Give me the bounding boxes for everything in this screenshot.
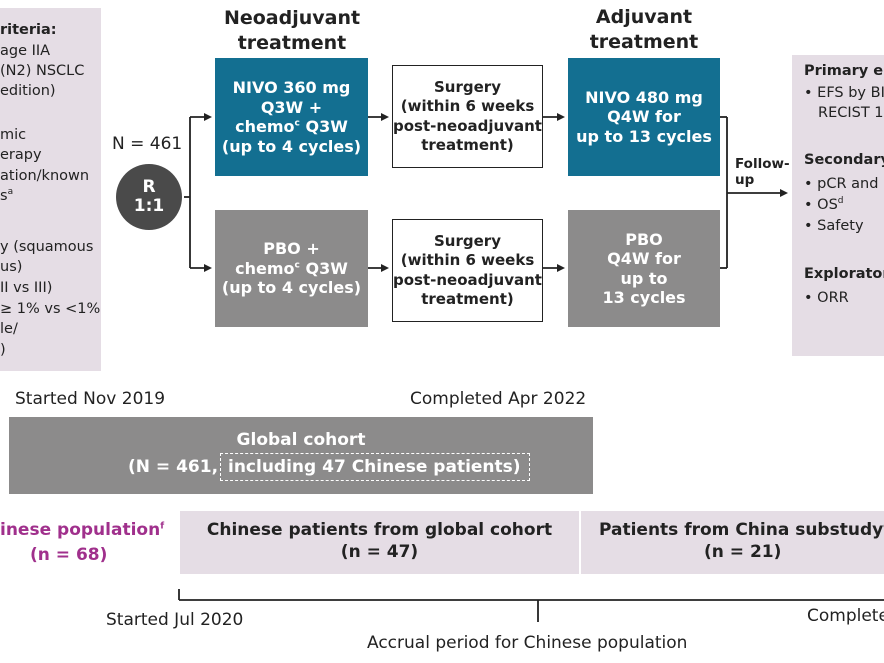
follow-up-label: Follow- up [735,156,790,188]
criteria-line-14: ≥ 1% vs <1% [0,301,101,317]
endpoints-panel: Primary en • EFS by BI RECIST 1. Seconda… [792,55,884,356]
rand-label: R [142,177,156,197]
accrual-period-label: Accrual period for Chinese population [367,633,688,653]
global-cohort-n: (N = 461, [128,457,219,477]
neoadjuvant-header: Neoadjuvant treatment [223,7,361,54]
chinese-population-label: inese populationf [0,520,165,540]
pbo-neoadjuvant-text: PBO + chemoc Q3W (up to 4 cycles) [221,239,362,298]
chinese-from-global-n: (n = 47) [340,542,419,562]
criteria-line-2: age IIA [0,43,51,59]
criteria-line-16: ) [0,342,6,358]
pbo-adjuvant-box: PBO Q4W for up to 13 cycles [568,210,720,327]
criteria-line-8: ation/known [0,168,90,184]
surgery-box-bottom: Surgery (within 6 weeks post-neoadjuvant… [392,219,543,322]
global-start-date: Started Nov 2019 [15,389,166,409]
criteria-line-12: us) [0,259,23,275]
rand-ratio: 1:1 [133,196,165,216]
population-n: N = 461 [112,134,183,154]
orr-line: • ORR [804,290,849,306]
pbo-neoadjuvant-box: PBO + chemoc Q3W (up to 4 cycles) [215,210,368,327]
nivo-adjuvant-box: NIVO 480 mg Q4W for up to 13 cycles [568,58,720,176]
criteria-line-13: II vs III) [0,280,53,296]
criteria-line-6: mic [0,127,27,143]
secondary-endpoint-title: Secondary [804,152,884,168]
pcr-line: • pCR and [804,176,879,192]
criteria-line-1: riteria: [0,22,57,38]
china-start-date: Started Jul 2020 [106,610,244,630]
criteria-line-4: edition) [0,83,56,99]
criteria-line-9: sa [0,187,14,204]
efs-line-1: • EFS by BI [804,85,884,101]
criteria-line-15: le/ [0,321,18,337]
os-line: • OSd [804,196,844,213]
primary-endpoint-title: Primary en [804,63,884,79]
chinese-from-global-title: Chinese patients from global cohort [206,520,553,540]
global-cohort-bar: Global cohort (N = 461, including 47 Chi… [9,417,593,494]
chinese-population-n: (n = 68) [30,545,108,565]
randomization-circle: R 1:1 [116,164,182,230]
efs-line-2: RECIST 1. [818,105,884,121]
safety-line: • Safety [804,218,864,234]
exploratory-endpoint-title: Explorator [804,266,884,282]
china-substudy-title: Patients from China substudye [599,520,884,540]
criteria-line-11: y (squamous [0,239,94,255]
chinese-from-global-box: Chinese patients from global cohort (n =… [180,511,579,574]
chinese-patients-dashed-box: including 47 Chinese patients) [220,453,530,481]
china-substudy-box: Patients from China substudye (n = 21) [581,511,884,574]
nivo-neoadjuvant-box: NIVO 360 mg Q3W + chemoc Q3W (up to 4 cy… [215,58,368,176]
china-completed-date: Complete [807,606,884,626]
criteria-line-7: erapy [0,147,42,163]
global-completed-date: Completed Apr 2022 [410,389,587,409]
china-substudy-n: (n = 21) [704,542,782,562]
criteria-line-3: (N2) NSCLC [0,63,85,79]
eligibility-criteria-panel: riteria: age IIA (N2) NSCLC edition) mic… [0,8,101,371]
surgery-box-top: Surgery (within 6 weeks post-neoadjuvant… [392,65,543,168]
adjuvant-header: Adjuvant treatment [589,6,699,53]
nivo-neoadjuvant-text: NIVO 360 mg Q3W + chemoc Q3W (up to 4 cy… [221,78,362,156]
global-cohort-title: Global cohort [236,430,366,450]
